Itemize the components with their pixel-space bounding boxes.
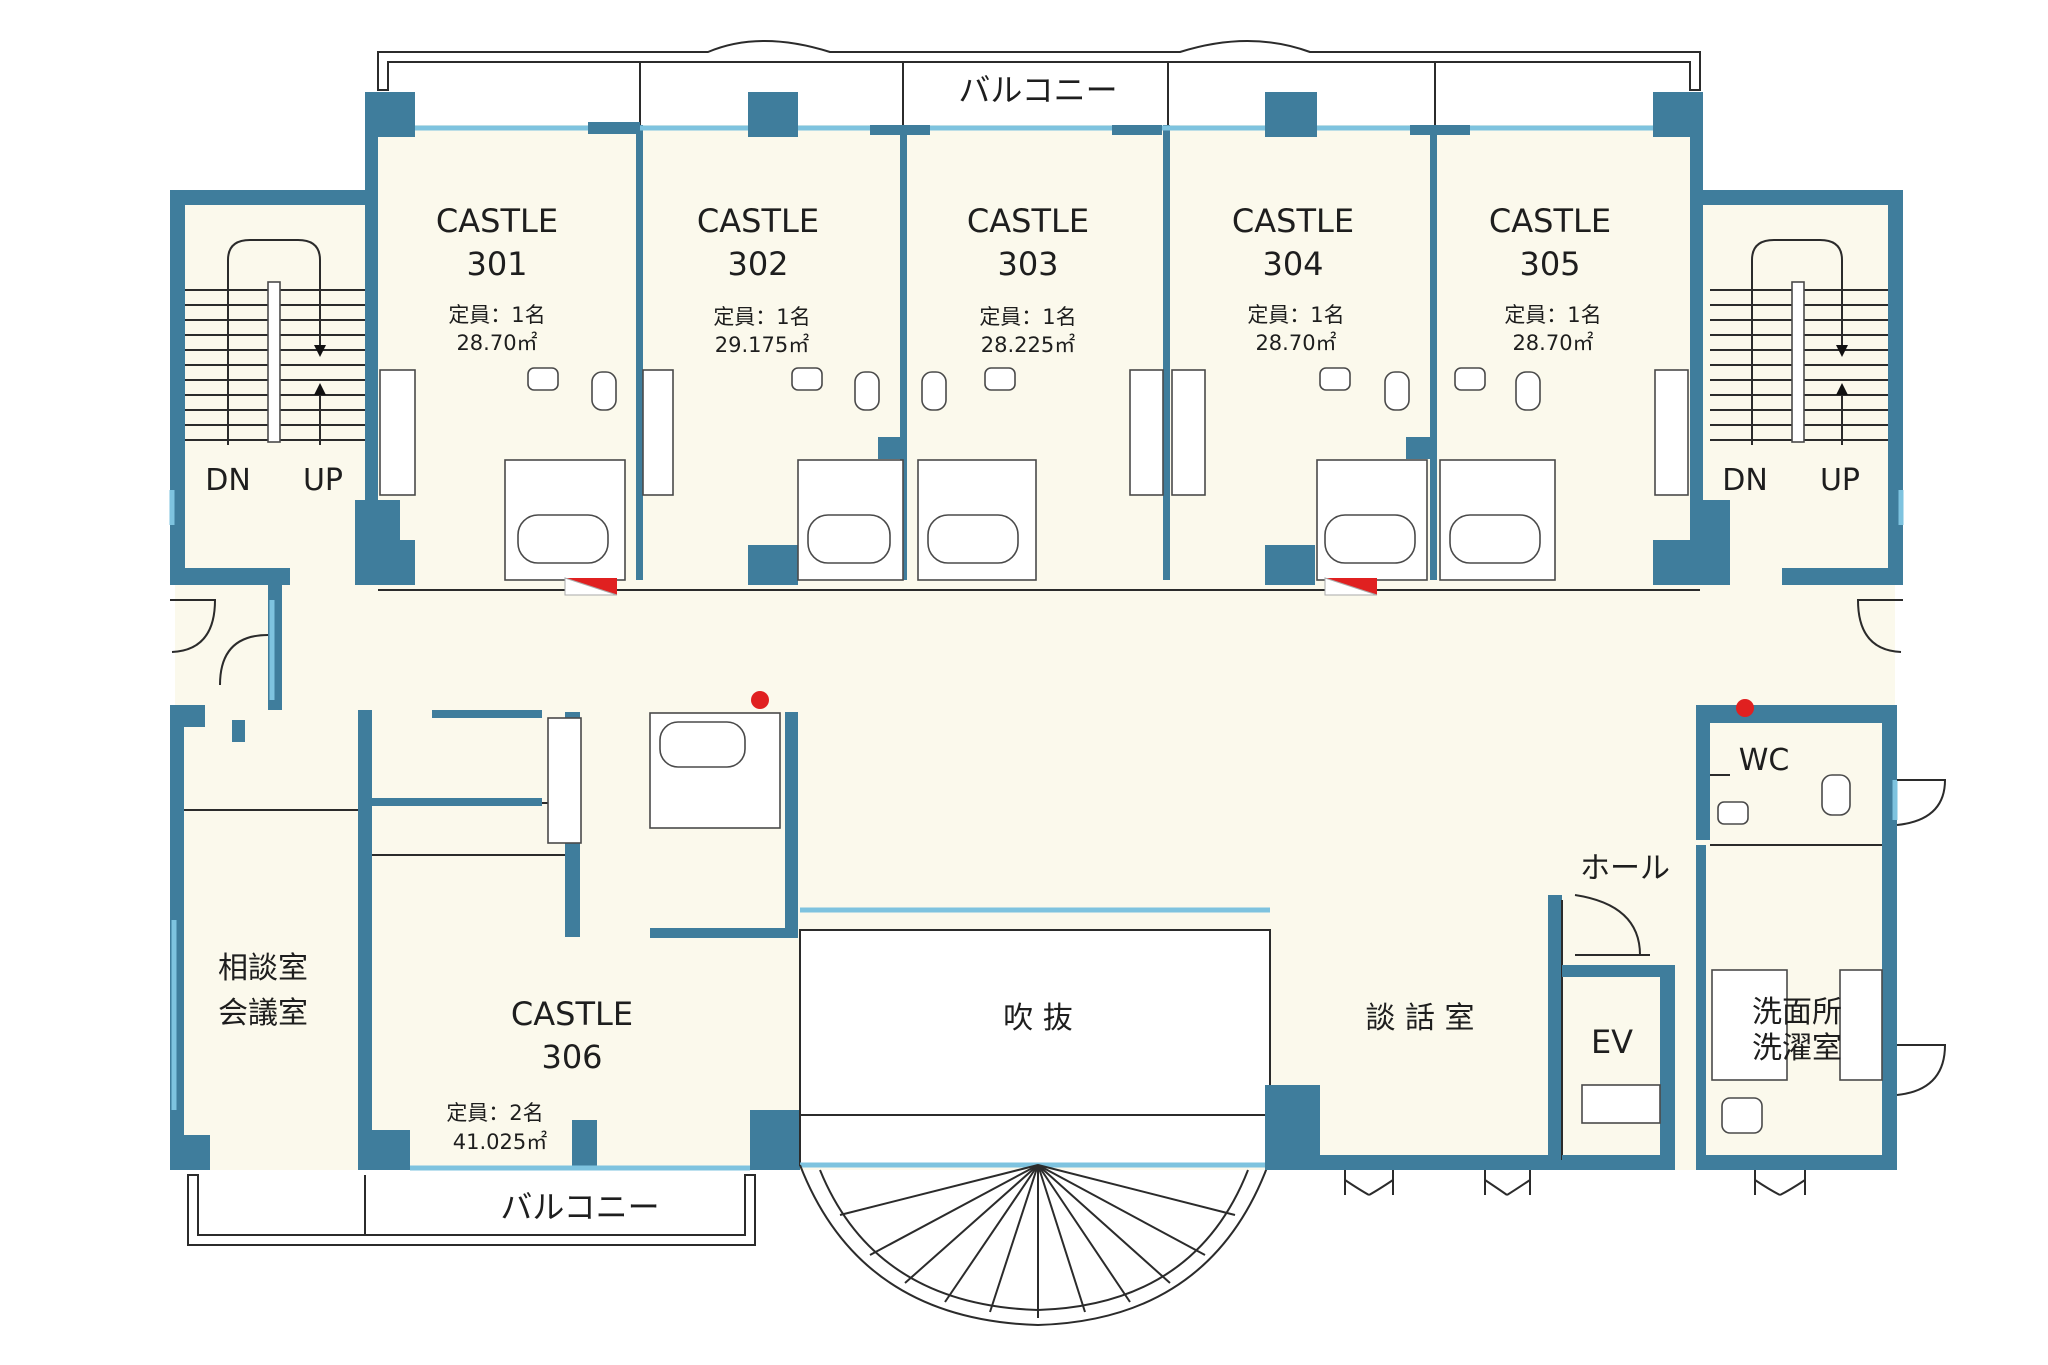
atrium [799,907,1271,1168]
bathroom-units-top [365,367,1703,596]
lower-left-walls [170,691,800,1171]
lounge-walls [1265,895,1563,1170]
hall-label: ホール [1580,851,1670,886]
room-305-area: 28.70㎡ [1512,331,1593,355]
washroom-label: 洗面所 [1752,995,1842,1030]
bottom-doors [170,599,1947,1196]
stair-right-up: UP [1820,463,1860,498]
atrium-label: 吹 抜 [1003,1001,1073,1036]
room-306-area: 41.025㎡ [453,1130,547,1154]
room-304-name: CASTLE [1232,202,1354,240]
room-304-area: 28.70㎡ [1255,331,1336,355]
room-305-name: CASTLE [1489,202,1611,240]
room-305-capacity: 定員：1名 [1504,303,1601,327]
room-306-name: CASTLE [511,995,633,1033]
room-301-number: 301 [466,245,527,283]
room-303-area: 28.225㎡ [981,333,1075,357]
balcony-bottom [187,1174,756,1246]
room-303-capacity: 定員：1名 [979,305,1076,329]
wc-label: WC [1739,743,1790,778]
room-304-capacity: 定員：1名 [1247,303,1344,327]
room-301-area: 28.70㎡ [456,331,537,355]
balcony-top-label: バルコニー [958,71,1117,109]
room-306-capacity: 定員：2名 [446,1101,543,1125]
lounge-label: 談 話 室 [1365,1001,1474,1036]
balcony-top [377,40,1701,125]
meeting-room-label: 会議室 [218,996,308,1031]
room-partitions [365,92,1703,582]
room-301-name: CASTLE [436,202,558,240]
room-304-number: 304 [1262,245,1323,283]
left-entrance [219,585,282,710]
balcony-bottom-label: バルコニー [500,1188,659,1226]
room-305-number: 305 [1519,245,1580,283]
room-306-number: 306 [541,1038,602,1076]
room-302-area: 29.175㎡ [715,333,809,357]
room-302-name: CASTLE [697,202,819,240]
right-service-walls [1696,699,1898,1170]
stair-left-up: UP [303,463,343,498]
room-301-capacity: 定員：1名 [448,303,545,327]
stair-left-dn: DN [205,463,251,498]
elevator-label: EV [1591,1023,1633,1061]
room-303-name: CASTLE [967,202,1089,240]
stair-right-dn: DN [1722,463,1768,498]
consult-room-label: 相談室 [218,951,308,986]
stair-left [169,190,400,585]
laundry-label: 洗濯室 [1752,1031,1842,1066]
elevator [1562,894,1675,1170]
room-302-number: 302 [727,245,788,283]
spiral-stair [799,1164,1269,1327]
stair-right [1690,190,1904,585]
room-303-number: 303 [997,245,1058,283]
room-302-capacity: 定員：1名 [713,305,810,329]
